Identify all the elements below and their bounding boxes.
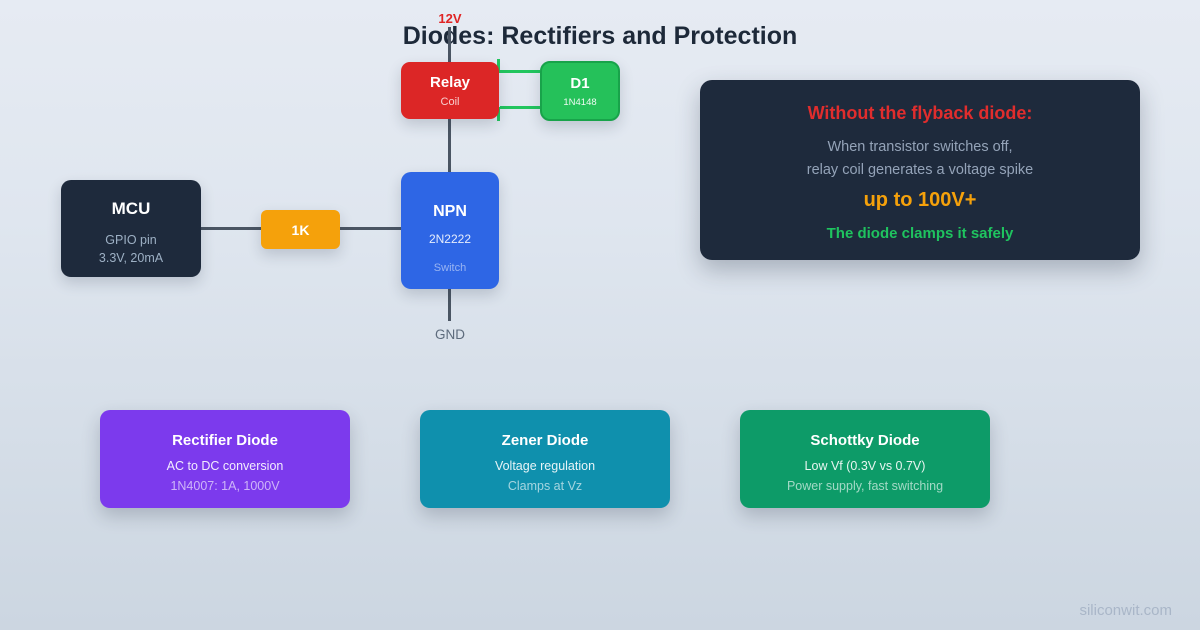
flyback-wire-top xyxy=(500,70,540,73)
flyback-diode-title: D1 xyxy=(570,74,590,92)
card-line1: AC to DC conversion xyxy=(166,458,284,473)
flyback-warning-callout: Without the flyback diode: When transist… xyxy=(700,80,1140,260)
callout-heading: Without the flyback diode: xyxy=(807,103,1033,123)
flyback-wire-bottom xyxy=(500,106,540,109)
wire-resistor-to-npn xyxy=(340,227,401,230)
callout-highlight: up to 100V+ xyxy=(863,189,977,211)
callout-line1: When transistor switches off, xyxy=(827,139,1013,155)
card-line1: Voltage regulation xyxy=(494,458,596,473)
flyback-wire-stub-top xyxy=(497,59,500,73)
page-title: Diodes: Rectifiers and Protection xyxy=(402,22,798,50)
card-line2: Power supply, fast switching xyxy=(786,478,944,493)
callout-line2: relay coil generates a voltage spike xyxy=(806,162,1034,178)
wire-relay-to-npn xyxy=(448,119,451,173)
site-watermark: siliconwit.com xyxy=(1079,602,1172,619)
relay-title: Relay xyxy=(429,73,471,91)
resistor-label: 1K xyxy=(291,221,310,238)
mcu-line1: GPIO pin xyxy=(105,232,157,247)
card-line2: 1N4007: 1A, 1000V xyxy=(170,478,280,493)
npn-line2: Switch xyxy=(433,262,467,274)
wire-12v-to-relay xyxy=(448,27,451,63)
card-line1: Low Vf (0.3V vs 0.7V) xyxy=(804,458,926,473)
callout-footer: The diode clamps it safely xyxy=(826,225,1014,242)
relay-node: Relay Coil xyxy=(401,62,499,119)
flyback-diode-node: D1 1N4148 xyxy=(540,61,620,121)
npn-line1: 2N2222 xyxy=(428,232,472,246)
flyback-wire-stub-bottom xyxy=(497,107,500,121)
mcu-line2: 3.3V, 20mA xyxy=(98,250,164,265)
card-line2: Clamps at Vz xyxy=(507,478,583,493)
wire-mcu-to-resistor xyxy=(199,227,262,230)
card-title: Zener Diode xyxy=(501,431,589,449)
ground-label: GND xyxy=(435,327,465,342)
relay-subtitle: Coil xyxy=(440,95,460,108)
supply-voltage-label: 12V xyxy=(438,11,462,26)
card-schottky-diode: Schottky Diode Low Vf (0.3V vs 0.7V) Pow… xyxy=(740,410,990,508)
mcu-node: MCU GPIO pin 3.3V, 20mA xyxy=(61,180,201,277)
wire-npn-to-gnd xyxy=(448,289,451,321)
npn-title: NPN xyxy=(433,203,467,220)
resistor-node: 1K xyxy=(261,210,340,249)
card-zener-diode: Zener Diode Voltage regulation Clamps at… xyxy=(420,410,670,508)
npn-transistor-node: NPN 2N2222 Switch xyxy=(401,172,499,289)
mcu-title: MCU xyxy=(111,198,151,218)
flyback-diode-subtitle: 1N4148 xyxy=(563,96,597,108)
card-title: Rectifier Diode xyxy=(172,431,278,449)
card-rectifier-diode: Rectifier Diode AC to DC conversion 1N40… xyxy=(100,410,350,508)
card-title: Schottky Diode xyxy=(810,431,920,449)
